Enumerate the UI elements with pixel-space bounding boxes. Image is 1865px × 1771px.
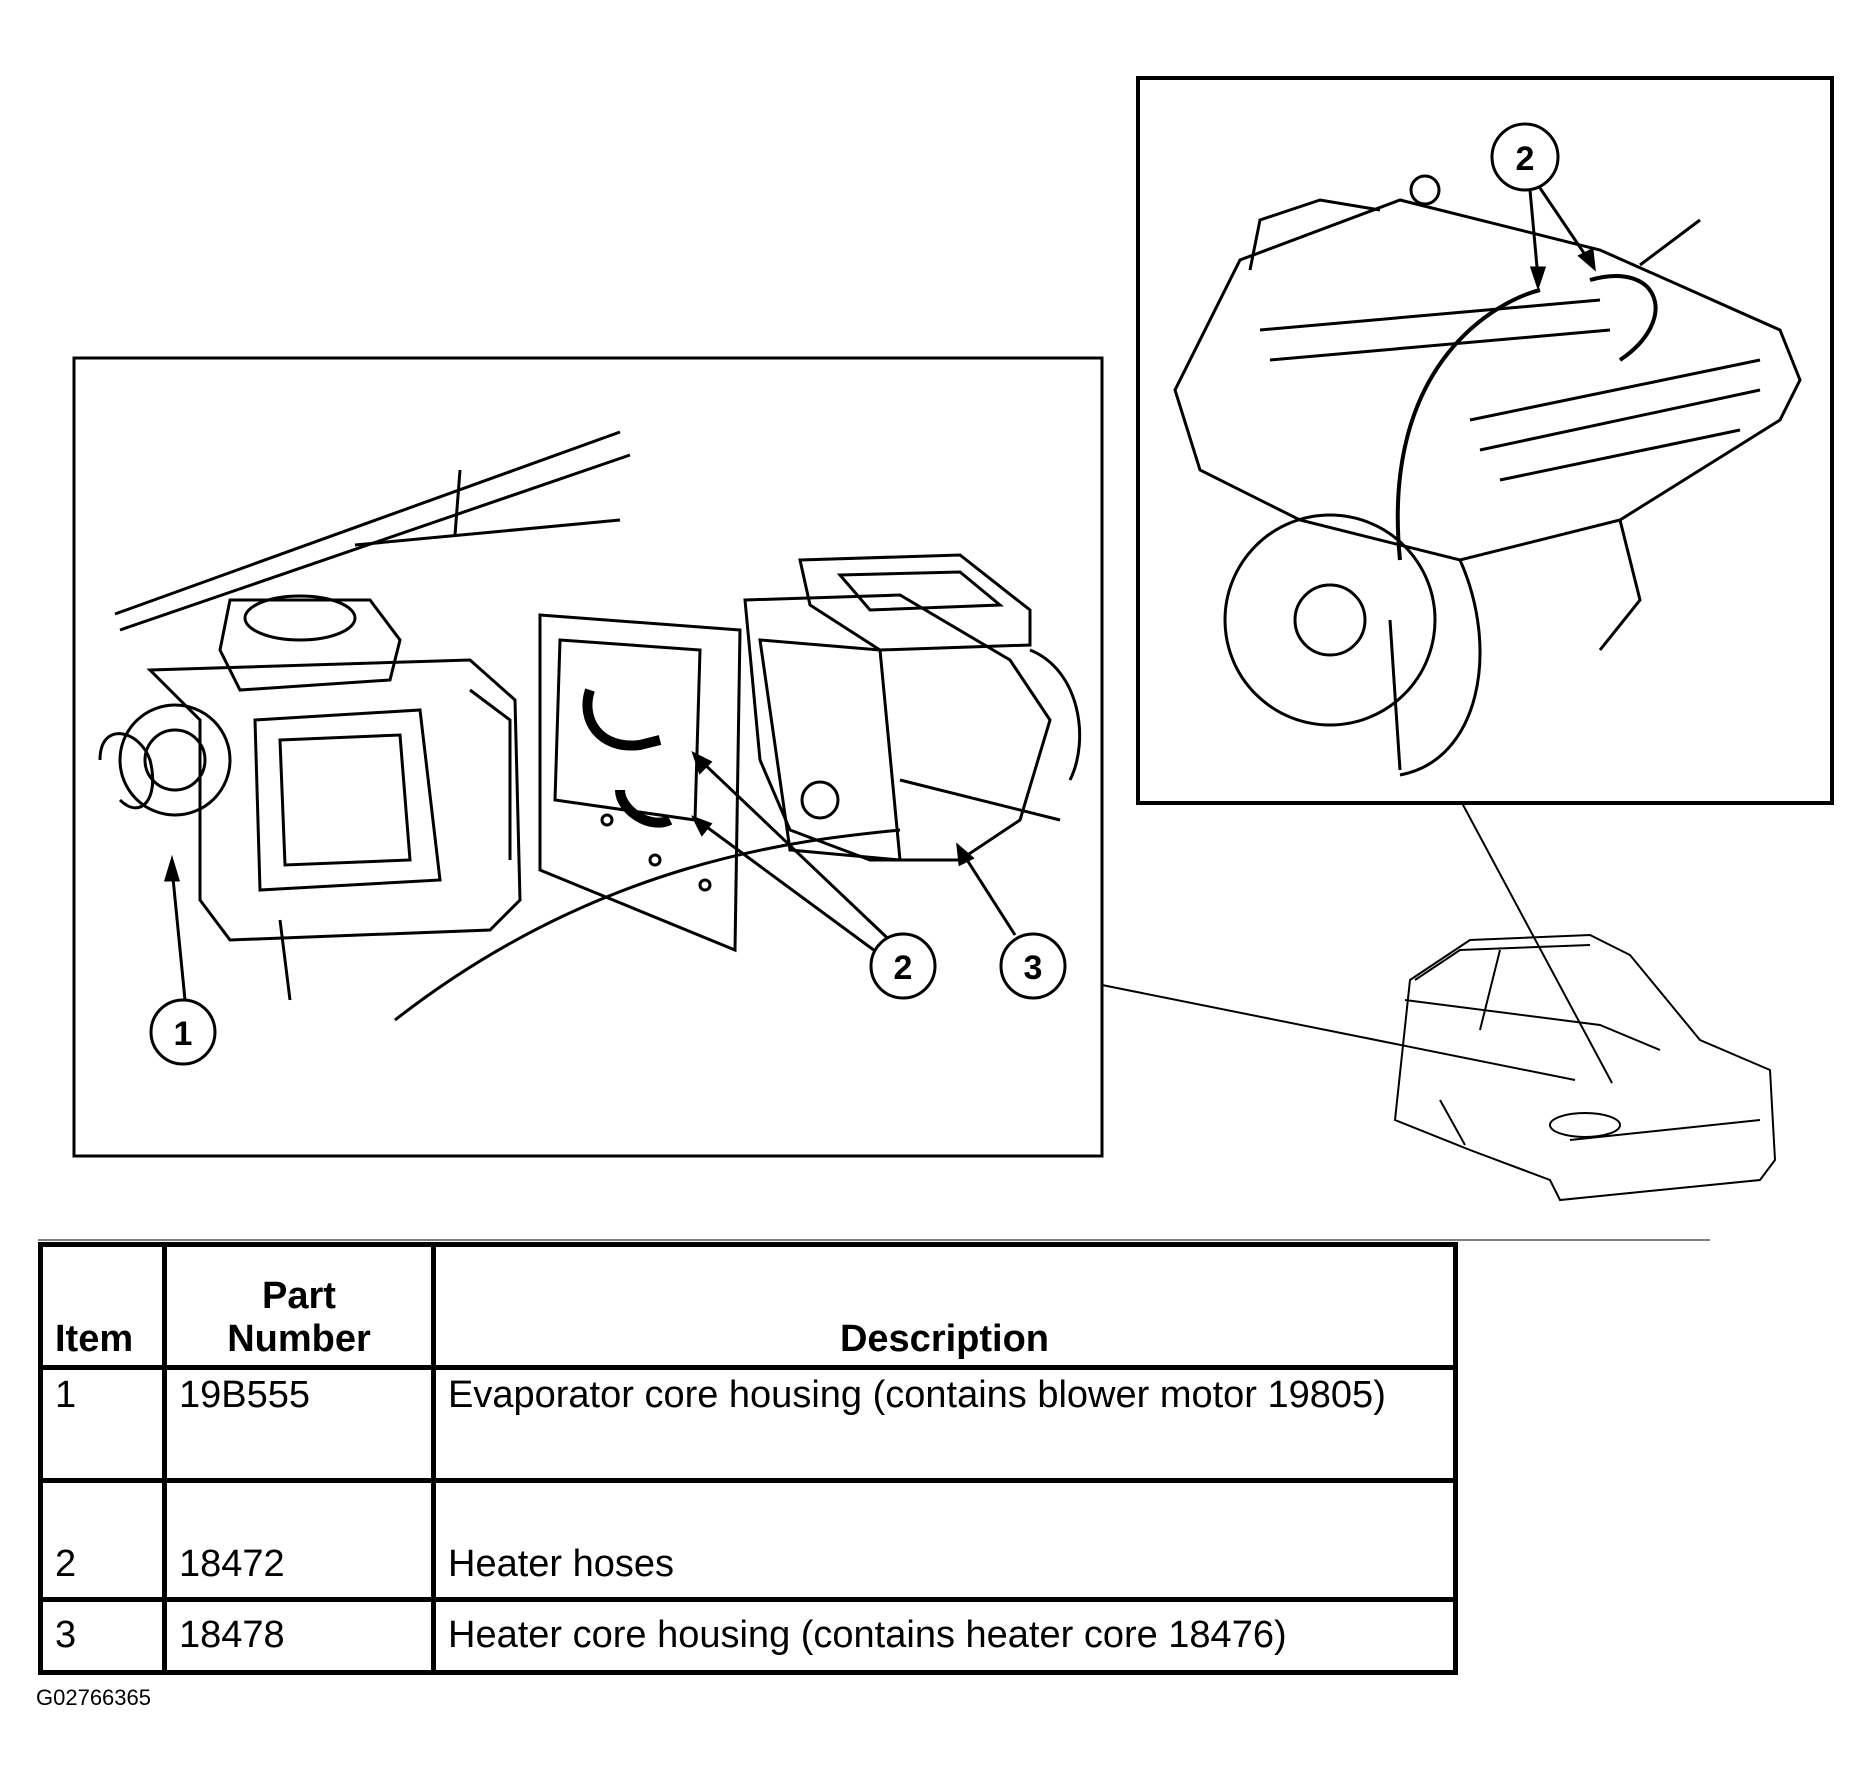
engine-inset-frame [1136, 76, 1834, 805]
inset-callout-2-label: 2 [1516, 140, 1535, 178]
header-description: Description [431, 1242, 1458, 1370]
cell-description: Heater core housing (contains heater cor… [431, 1597, 1458, 1675]
parts-table: Item Part Number Description 1 19B555 Ev… [38, 1242, 1458, 1675]
cell-description: Evaporator core housing (contains blower… [431, 1365, 1458, 1483]
header-part-number-text: Part Number [227, 1275, 371, 1360]
main-view-frame [72, 356, 1104, 1158]
hvac-assembly-drawing [98, 430, 1082, 1022]
table-row: 1 19B555 Evaporator core housing (contai… [38, 1365, 1458, 1483]
cell-part-number: 19B555 [162, 1365, 436, 1483]
header-item: Item [38, 1242, 167, 1370]
callout-2-label: 2 [894, 949, 913, 987]
callout-1-label: 1 [174, 1015, 193, 1053]
main-callout-leaders [163, 751, 1017, 1001]
cell-part-number: 18478 [162, 1597, 436, 1675]
header-part-number: Part Number [162, 1242, 436, 1370]
table-header-row: Item Part Number Description [38, 1242, 1458, 1370]
engine-drawing [1173, 174, 1802, 777]
callout-3-label: 3 [1024, 949, 1043, 987]
callout-1: 1 [149, 998, 217, 1066]
table-row: 3 18478 Heater core housing (contains he… [38, 1597, 1458, 1675]
view-connectors [1101, 802, 1613, 1084]
figure-id: G02766365 [36, 1685, 151, 1710]
cell-item: 2 [38, 1478, 167, 1602]
inset-callout-2: 2 [1490, 122, 1560, 192]
callout-2: 2 [869, 932, 937, 1000]
cell-part-number: 18472 [162, 1478, 436, 1602]
callout-3: 3 [999, 932, 1067, 1000]
inset-callout-leaders [1528, 187, 1596, 291]
cell-description: Heater hoses [431, 1478, 1458, 1602]
cell-item: 3 [38, 1597, 167, 1675]
cell-item: 1 [38, 1365, 167, 1483]
table-row: 2 18472 Heater hoses [38, 1478, 1458, 1602]
van-locator-drawing [1393, 933, 1777, 1202]
